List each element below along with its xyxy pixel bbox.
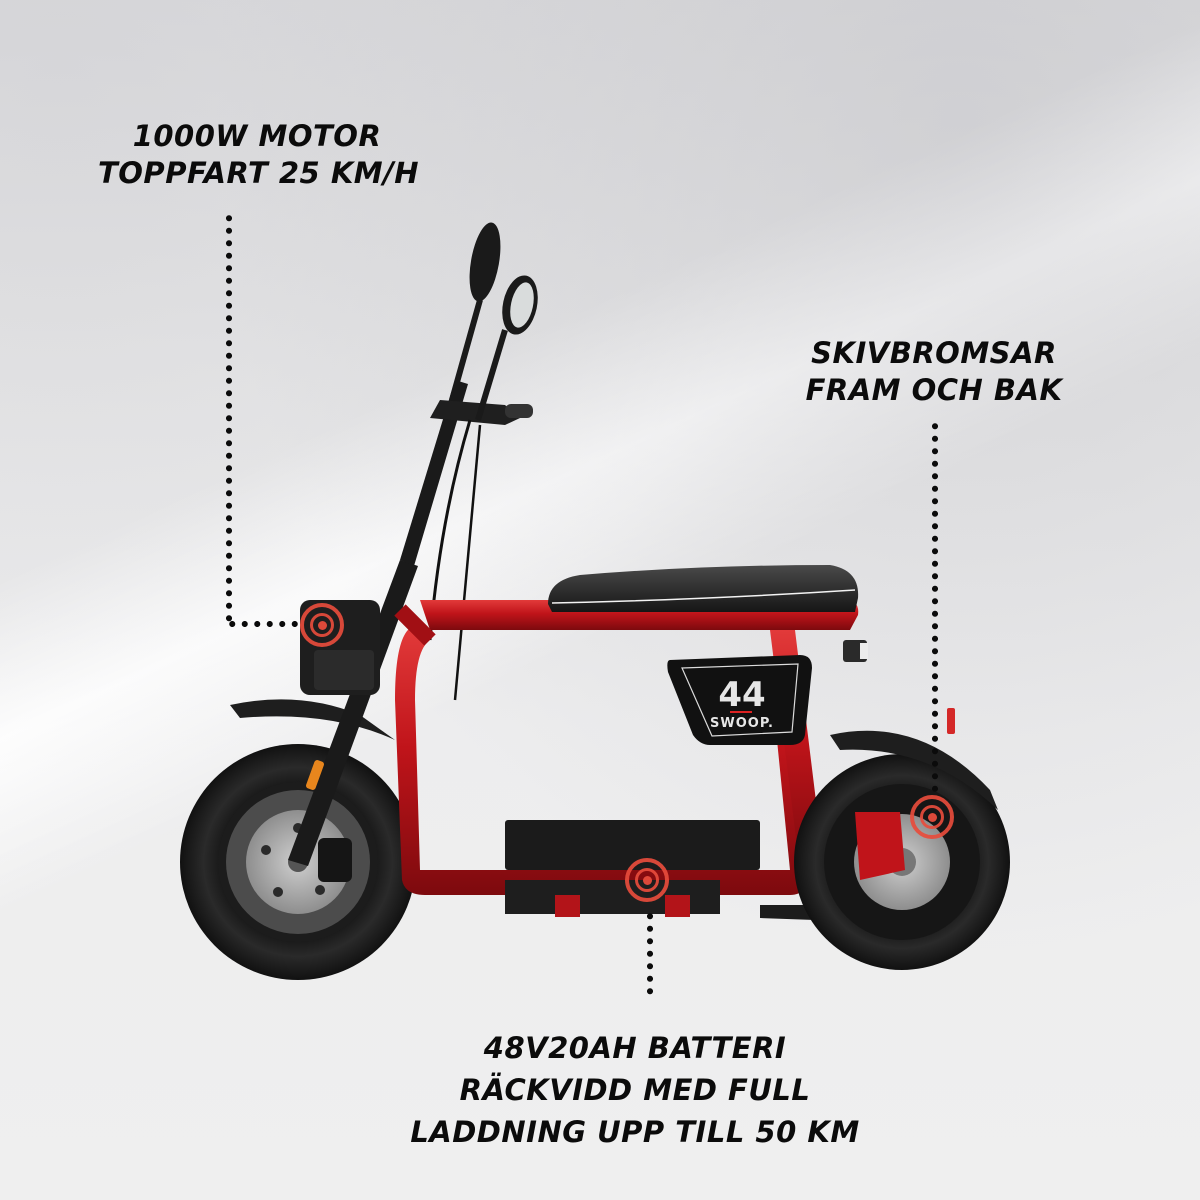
svg-text:44: 44	[718, 675, 765, 715]
leader-line-battery	[647, 910, 653, 1000]
battery-line-3: LADDNING UPP TILL 50 KM	[410, 1115, 860, 1149]
motor-line-2: TOPPFART 25 KM/H	[98, 156, 420, 190]
hotspot-battery[interactable]	[625, 858, 669, 902]
hotspot-brakes[interactable]	[910, 795, 954, 839]
leader-line-motor-vertical	[226, 212, 232, 624]
motor-line-1: 1000W MOTOR	[132, 119, 382, 153]
brakes-line-2: FRAM OCH BAK	[805, 373, 1063, 407]
hotspot-ring	[310, 613, 334, 637]
hotspot-core	[642, 875, 652, 885]
number-plate-badge: 44 SWOOP.	[667, 655, 812, 745]
hotspot-ring	[920, 805, 944, 829]
brakes-line-1: SKIVBROMSAR	[811, 336, 1057, 370]
hotspot-core	[927, 812, 937, 822]
hotspot-core	[317, 620, 327, 630]
feature-label-battery: 48V20AH BATTERI RÄCKVIDD MED FULL LADDNI…	[405, 1027, 865, 1153]
hotspot-motor[interactable]	[300, 603, 344, 647]
svg-text:SWOOP.: SWOOP.	[710, 716, 774, 731]
feature-label-motor: 1000W MOTOR TOPPFART 25 KM/H	[98, 118, 420, 192]
hotspot-ring	[635, 868, 659, 892]
leader-line-brakes	[932, 420, 938, 792]
feature-label-brakes: SKIVBROMSAR FRAM OCH BAK	[800, 335, 1068, 409]
battery-line-1: 48V20AH BATTERI	[483, 1031, 787, 1065]
battery-line-2: RÄCKVIDD MED FULL	[459, 1073, 811, 1107]
leader-line-motor-horizontal	[226, 621, 302, 627]
